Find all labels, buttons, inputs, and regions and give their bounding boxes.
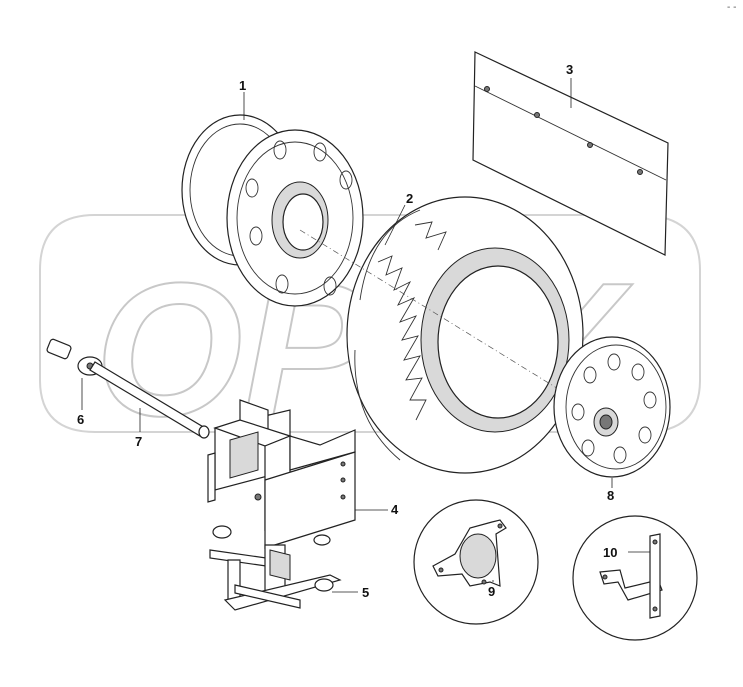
wheel-rim-icon bbox=[181, 114, 364, 307]
callout-2: 2 bbox=[406, 191, 413, 206]
callout-labels: 1 2 3 4 5 6 7 8 9 10 bbox=[77, 62, 617, 600]
leader-lines bbox=[81, 78, 650, 593]
mud-flap-icon bbox=[472, 51, 669, 256]
wheel-cover-icon bbox=[553, 336, 671, 478]
callout-8: 8 bbox=[607, 488, 614, 503]
crank-rod-icon bbox=[89, 361, 210, 439]
spare-wheel-carrier-icon bbox=[207, 399, 356, 549]
plate-detail-icon bbox=[413, 499, 539, 625]
callout-6: 6 bbox=[77, 412, 84, 427]
clamp-bracket-icon bbox=[209, 525, 342, 611]
callout-7: 7 bbox=[135, 434, 142, 449]
callout-9: 9 bbox=[488, 584, 495, 599]
tire-icon bbox=[346, 196, 584, 474]
bracket-detail-icon bbox=[572, 515, 698, 641]
callout-4: 4 bbox=[391, 502, 399, 517]
callout-10: 10 bbox=[603, 545, 617, 560]
callout-3: 3 bbox=[566, 62, 573, 77]
callout-5: 5 bbox=[362, 585, 369, 600]
corner-mark: - - bbox=[727, 2, 736, 13]
callout-1: 1 bbox=[239, 78, 246, 93]
